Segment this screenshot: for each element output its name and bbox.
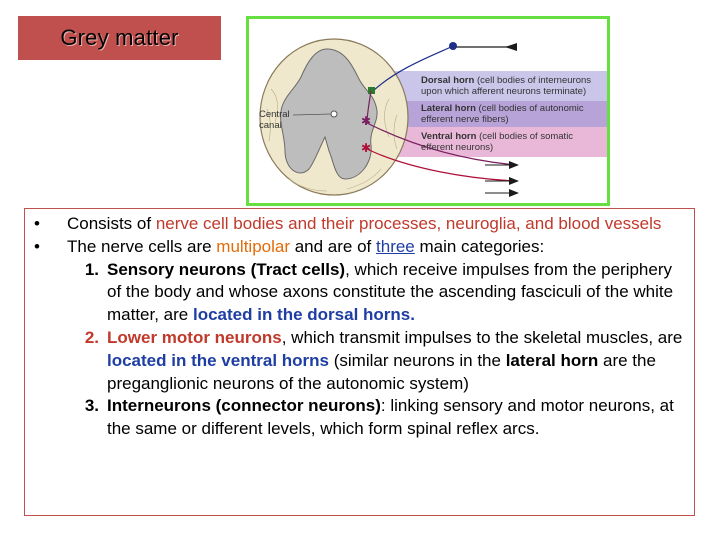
text-run-highlight: located in the ventral horns bbox=[107, 350, 329, 370]
text-run: The nerve cells are bbox=[67, 236, 217, 256]
text-run: and are of bbox=[290, 236, 377, 256]
lateral-horn-label-2: efferent nerve fibers) bbox=[421, 114, 508, 125]
slide-title: Grey matter bbox=[60, 25, 179, 50]
numbered-text: Interneurons (connector neurons): linkin… bbox=[107, 395, 688, 441]
text-run: , which receive impulses from the periph… bbox=[107, 259, 674, 325]
text-run: : linking sensory and motor neurons, at … bbox=[107, 396, 674, 439]
numbered-item: 1. Sensory neurons (Tract cells), which … bbox=[67, 259, 688, 327]
bullet-item: • Consists of nerve cell bodies and thei… bbox=[31, 213, 688, 236]
bullet-mark: • bbox=[34, 236, 40, 256]
ventral-horn-label: Ventral horn (cell bodies of somatic bbox=[421, 131, 573, 142]
number-mark: 3. bbox=[84, 396, 99, 416]
central-canal-label-2: canal bbox=[259, 120, 282, 131]
text-run: are the preganglionic neurons of the aut… bbox=[107, 350, 656, 393]
bullet-mark: • bbox=[34, 214, 40, 233]
bullet-text: Consists of nerve cell bodies and their … bbox=[67, 213, 688, 236]
interneuron-marker bbox=[368, 87, 375, 94]
bullet-text: The nerve cells are multipolar and are o… bbox=[67, 236, 688, 259]
content-box: • Consists of nerve cell bodies and thei… bbox=[24, 208, 695, 516]
numbered-item: 2. Lower motor neurons, which transmit i… bbox=[67, 327, 688, 395]
dorsal-horn-band bbox=[367, 71, 607, 101]
motor-neuron-star: ✱ bbox=[361, 141, 371, 155]
number-mark: 1. bbox=[84, 259, 99, 279]
title-box: Grey matter bbox=[18, 16, 221, 60]
central-canal bbox=[330, 110, 338, 118]
text-run-highlight: Sensory neurons (Tract cells) bbox=[107, 259, 346, 279]
ventral-horn-label-2: efferent neurons) bbox=[421, 142, 493, 153]
lateral-horn-label: Lateral horn (cell bodies of autonomic bbox=[421, 103, 584, 114]
text-run: main categories: bbox=[414, 236, 545, 256]
text-run-highlight: located in the dorsal horns. bbox=[192, 305, 415, 325]
text-run: (similar neurons in the bbox=[329, 350, 506, 370]
lateral-neuron-star: ✱ bbox=[361, 114, 371, 128]
spinal-cord-diagram: ✱ ✱ Central canal Dorsal horn (cell bodi… bbox=[259, 38, 607, 197]
numbered-item: 3. Interneurons (connector neurons): lin… bbox=[67, 395, 688, 441]
spinal-cord-figure: ✱ ✱ Central canal Dorsal horn (cell bodi… bbox=[246, 16, 610, 206]
text-run-highlight: lateral horn bbox=[505, 350, 599, 370]
text-run: , which transmit impulses to the skeleta… bbox=[281, 327, 683, 347]
bullet-item: • The nerve cells are multipolar and are… bbox=[31, 236, 688, 259]
text-run-highlight: nerve cell bodies and their processes, n… bbox=[155, 214, 662, 233]
dorsal-horn-label: Dorsal horn (cell bodies of interneurons bbox=[421, 75, 591, 86]
number-mark: 2. bbox=[84, 327, 99, 347]
text-run-highlight: multipolar bbox=[216, 236, 290, 256]
text-run-highlight: Lower motor neurons bbox=[107, 327, 282, 347]
text-run: Consists of bbox=[67, 214, 156, 233]
numbered-text: Lower motor neurons, which transmit impu… bbox=[107, 327, 688, 395]
numbered-text: Sensory neurons (Tract cells), which rec… bbox=[107, 259, 688, 327]
central-canal-label-1: Central bbox=[259, 109, 290, 120]
text-run-highlight: Interneurons (connector neurons) bbox=[107, 396, 381, 416]
dorsal-horn-label-2: upon which afferent neurons terminate) bbox=[421, 86, 586, 97]
text-run-highlight: three bbox=[376, 236, 415, 256]
